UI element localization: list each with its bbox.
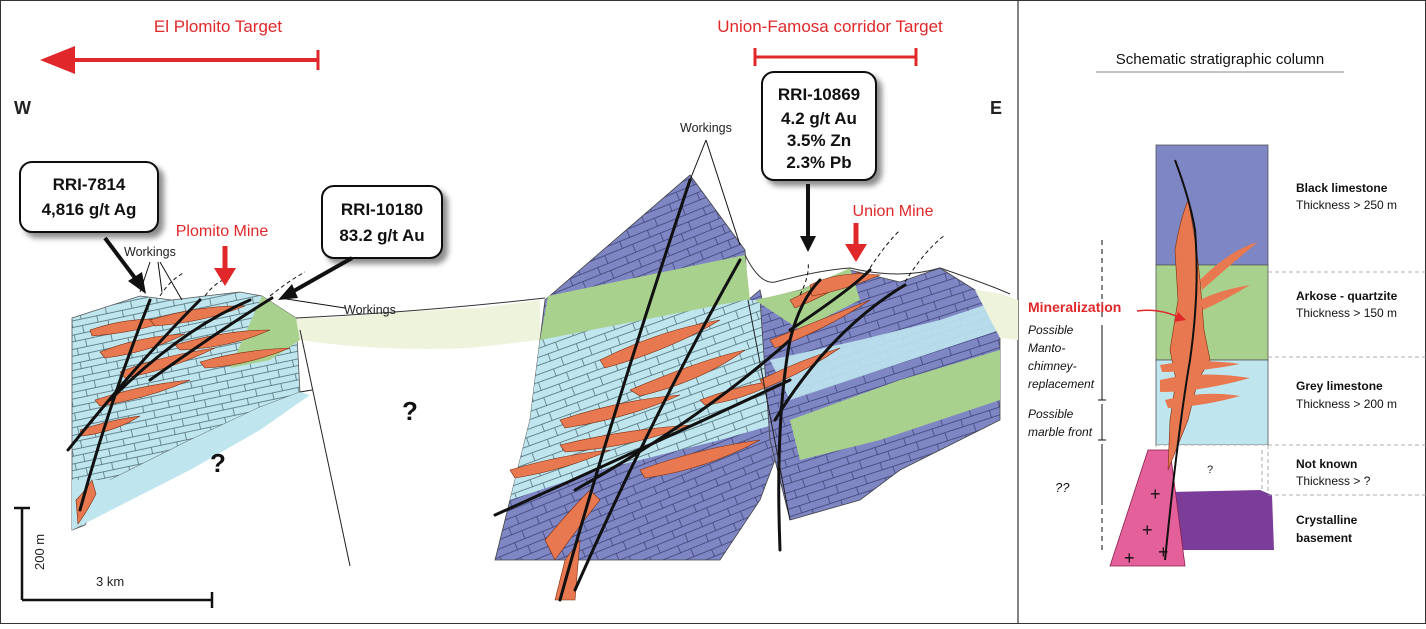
svg-text:+: + bbox=[1124, 548, 1135, 568]
el-plomito-arrow bbox=[40, 46, 320, 74]
scale-horizontal-label: 3 km bbox=[96, 574, 124, 589]
strat-column: + + + + bbox=[1109, 144, 1426, 568]
union-mine-arrow bbox=[845, 223, 867, 262]
mineralization-label: Mineralization bbox=[1028, 299, 1121, 315]
unit-thickness-grey-limestone: Thickness > 200 m bbox=[1296, 397, 1397, 411]
unit-label-grey-limestone: Grey limestone bbox=[1296, 379, 1383, 393]
el-plomito-target-title: El Plomito Target bbox=[154, 17, 282, 36]
callout-rri-10869-id: RRI-10869 bbox=[778, 85, 860, 104]
not-known-question: ? bbox=[1207, 464, 1213, 476]
possible-manto-line2: Manto- bbox=[1028, 341, 1065, 355]
possible-manto-line4: replacement bbox=[1028, 377, 1095, 391]
callout-rri-7814-value: 4,816 g/t Ag bbox=[42, 200, 137, 219]
east-label: E bbox=[990, 98, 1002, 118]
unit-thickness-black-limestone: Thickness > 250 m bbox=[1296, 198, 1397, 212]
plomito-workings-lines bbox=[159, 271, 306, 297]
central-faults bbox=[493, 178, 907, 602]
plomito-ore bbox=[75, 305, 291, 525]
column-title: Schematic stratigraphic column bbox=[1116, 51, 1324, 68]
callout-rri-10869-arrow bbox=[800, 184, 816, 252]
unit-label-basement: basement bbox=[1296, 531, 1352, 545]
east-workings-lines bbox=[799, 229, 946, 296]
central-block bbox=[494, 174, 791, 561]
intrusion bbox=[1109, 449, 1186, 567]
unit-label-crystalline: Crystalline bbox=[1296, 513, 1358, 527]
plomito-boundary-fault bbox=[299, 329, 351, 567]
workings-label-rri10180: Workings bbox=[344, 303, 396, 317]
svg-text:+: + bbox=[1150, 484, 1161, 504]
plomito-mine-arrow bbox=[214, 246, 236, 286]
plomito-faults bbox=[66, 296, 274, 512]
workings-label-central: Workings bbox=[680, 121, 732, 135]
possible-manto-line1: Possible bbox=[1028, 323, 1074, 337]
unit-thickness-arkose: Thickness > 150 m bbox=[1296, 306, 1397, 320]
topography-line bbox=[744, 254, 1011, 295]
union-famosa-target-title: Union-Famosa corridor Target bbox=[717, 17, 943, 36]
possible-marble-line1: Possible bbox=[1028, 407, 1074, 421]
callout-rri-10869-pb: 2.3% Pb bbox=[786, 153, 851, 172]
callout-rri-7814-id: RRI-7814 bbox=[53, 175, 126, 194]
workings-label-plomito: Workings bbox=[124, 245, 176, 259]
unit-label-black-limestone: Black limestone bbox=[1296, 181, 1388, 195]
unknown-mark-plomito: ? bbox=[210, 448, 226, 478]
unknown-mark-center: ? bbox=[402, 396, 418, 426]
scale-bar bbox=[14, 506, 214, 608]
east-block bbox=[755, 267, 1001, 521]
callout-rri-10869: RRI-10869 4.2 g/t Au 3.5% Zn 2.3% Pb bbox=[761, 71, 877, 181]
plomito-mine-label: Plomito Mine bbox=[176, 223, 269, 240]
east-block-fault bbox=[747, 299, 791, 521]
callout-rri-10180-arrow bbox=[278, 256, 353, 300]
callout-rri-10869-zn: 3.5% Zn bbox=[787, 131, 851, 150]
pale-arkose-band-left bbox=[296, 300, 540, 349]
svg-text:+: + bbox=[1158, 542, 1169, 562]
callout-rri-10180-value: 83.2 g/t Au bbox=[339, 226, 424, 245]
callout-rri-10180: RRI-10180 83.2 g/t Au bbox=[321, 185, 443, 259]
callout-rri-7814-arrow bbox=[103, 236, 146, 294]
double-question: ?? bbox=[1055, 480, 1070, 495]
west-label: W bbox=[14, 98, 31, 118]
callout-rri-10180-id: RRI-10180 bbox=[341, 200, 423, 219]
intrusion-crosses: + + + + bbox=[1124, 484, 1169, 568]
callout-rri-10869-au: 4.2 g/t Au bbox=[781, 109, 857, 128]
unit-label-arkose: Arkose - quartzite bbox=[1296, 289, 1398, 303]
unit-label-not-known: Not known bbox=[1296, 457, 1357, 471]
possible-marble-line2: marble front bbox=[1028, 425, 1093, 439]
callout-rri-7814: RRI-7814 4,816 g/t Ag bbox=[19, 161, 159, 233]
svg-text:+: + bbox=[1142, 520, 1153, 540]
column-brackets bbox=[1098, 240, 1106, 552]
possible-manto-line3: chimney- bbox=[1028, 359, 1077, 373]
scale-vertical-label: 200 m bbox=[32, 534, 47, 570]
union-mine-label: Union Mine bbox=[853, 203, 934, 220]
union-famosa-range bbox=[753, 48, 918, 66]
workings-leaders bbox=[139, 139, 741, 309]
unit-thickness-not-known: Thickness > ? bbox=[1296, 474, 1371, 488]
pale-arkose-band-right bbox=[975, 290, 1018, 340]
unit-crystalline-basement bbox=[1170, 490, 1274, 550]
